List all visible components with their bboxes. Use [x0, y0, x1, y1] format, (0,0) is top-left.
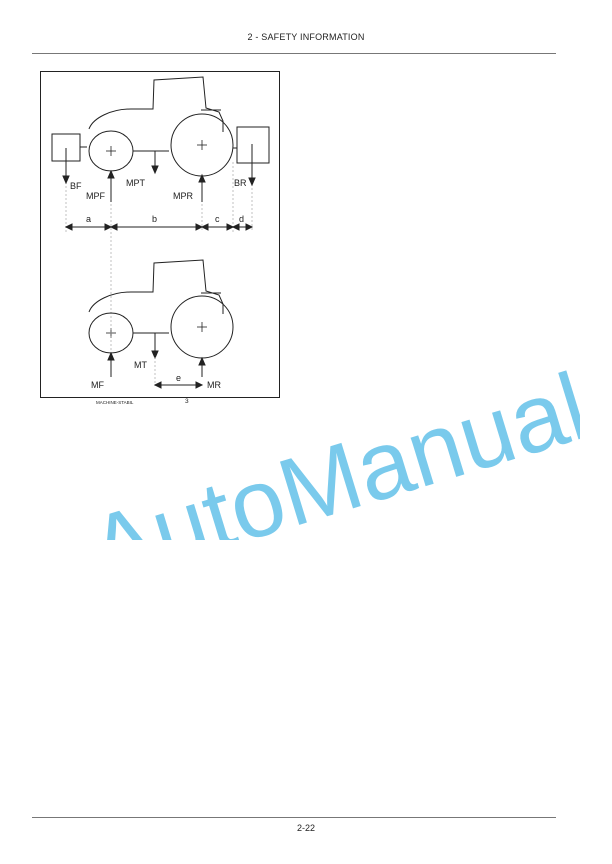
label-mt: MT — [134, 360, 147, 370]
label-a: a — [86, 214, 91, 224]
rear-ballast-box — [236, 126, 270, 164]
label-mpf: MPF — [86, 191, 106, 201]
label-mpr: MPR — [173, 191, 194, 201]
label-bf: BF — [70, 181, 82, 191]
label-e: e — [176, 373, 181, 383]
dimension-line-e — [153, 381, 204, 389]
top-force-arrows — [62, 144, 256, 202]
tractor-stability-diagram: BF MPF MPT MPR BR a b c d MT MF e MR — [51, 76, 270, 390]
page-number: 2-22 — [296, 823, 315, 833]
figure-number: 3 — [185, 398, 189, 405]
dimension-line-abcd — [64, 223, 254, 231]
bottom-force-arrows — [107, 333, 206, 386]
label-mf: MF — [91, 380, 104, 390]
figure-caption: MACHINE-STABIL — [96, 400, 134, 405]
label-br: BR — [234, 178, 247, 188]
label-mpt: MPT — [126, 178, 146, 188]
label-mr: MR — [207, 380, 221, 390]
footer-rule — [32, 817, 556, 818]
header-rule — [32, 53, 556, 54]
top-tractor-drawing — [51, 76, 270, 177]
label-b: b — [152, 214, 157, 224]
label-c: c — [215, 214, 220, 224]
bottom-tractor-drawing — [88, 259, 234, 359]
stability-diagram-figure: BF MPF MPT MPR BR a b c d MT MF e MR — [40, 71, 280, 398]
label-d: d — [239, 214, 244, 224]
page-header-title: 2 - SAFETY INFORMATION — [247, 32, 365, 42]
